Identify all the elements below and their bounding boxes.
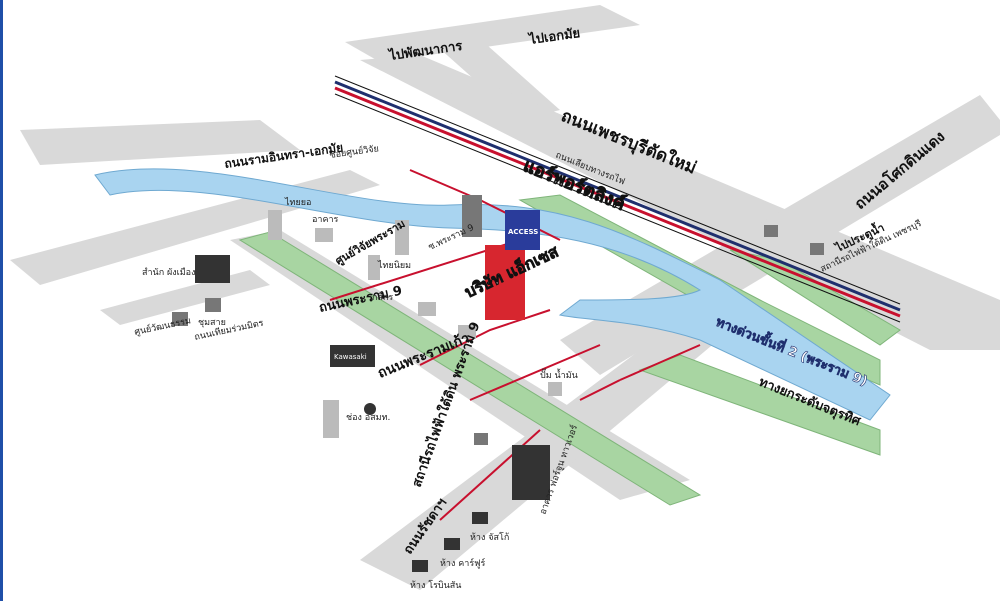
small-bldg-1 <box>172 312 188 326</box>
road-petchaburi <box>360 55 1000 350</box>
mrt-entrance-right <box>764 225 778 237</box>
expressway-rama9-old <box>238 231 702 506</box>
route-3 <box>419 309 551 366</box>
label-dept-2: ห้าง คาร์ฟูร์ <box>440 557 486 569</box>
route-5 <box>619 344 701 381</box>
label-ptt: ช่อง อสมท. <box>346 413 390 423</box>
ptt-logo <box>364 403 376 415</box>
label-kasikorn: กสิกร <box>372 292 393 303</box>
dept-carrefour <box>444 538 460 550</box>
mrt-entrance-right-2 <box>810 243 824 255</box>
expressway-right-2 <box>729 249 901 346</box>
sign-text: ACCESS <box>508 228 538 236</box>
label-bldg-b: ไทยยอ <box>284 197 311 208</box>
small-bldg-2 <box>205 298 221 312</box>
bldg-center-1 <box>418 302 436 316</box>
tower-left-2 <box>395 220 409 255</box>
petrol-station <box>548 382 562 396</box>
route-7 <box>579 379 621 401</box>
label-office-2: ชุมสาย <box>198 318 226 328</box>
dept-jusco <box>472 512 488 524</box>
road-ramintra <box>20 120 300 165</box>
fortune-tower <box>512 445 550 500</box>
label-dept-1: ห้าง โรบินสัน <box>410 580 461 591</box>
dept-robinson <box>412 560 428 572</box>
road-phatthanakan <box>345 5 640 62</box>
mrt-entrance-rama9 <box>474 433 488 445</box>
tower-left-3 <box>368 255 380 280</box>
access-building <box>485 245 525 320</box>
route-4 <box>469 344 601 401</box>
label-bldg-a: อาคาร <box>312 215 339 225</box>
bldg-center-2 <box>458 325 476 339</box>
label-office-1: สำนัก ผังเมือง <box>142 267 196 278</box>
buildings: ACCESS Kawasaki <box>172 195 824 572</box>
kawasaki-label: Kawasaki <box>334 353 367 361</box>
tower-central <box>462 195 482 237</box>
left-edge-bar <box>0 0 3 601</box>
label-thai-ngee: ไทยนิยม <box>377 260 411 271</box>
bldg-center-3 <box>315 228 333 242</box>
tower-bottom-left <box>323 400 339 438</box>
blue-expressway <box>94 168 891 421</box>
road-soi-top <box>430 30 560 120</box>
tower-left-1 <box>268 210 282 240</box>
label-dept-3: ห้าง จัสโก้ <box>470 532 509 543</box>
expressway-stage2 <box>94 168 891 421</box>
road-theam-ruammit <box>100 270 270 325</box>
label-petrol: ปั๊ม น้ำมัน <box>540 368 578 381</box>
access-sign <box>505 210 540 250</box>
kawasaki-bldg <box>330 345 375 367</box>
office-block <box>195 255 230 283</box>
airport-rail-link <box>334 75 901 323</box>
